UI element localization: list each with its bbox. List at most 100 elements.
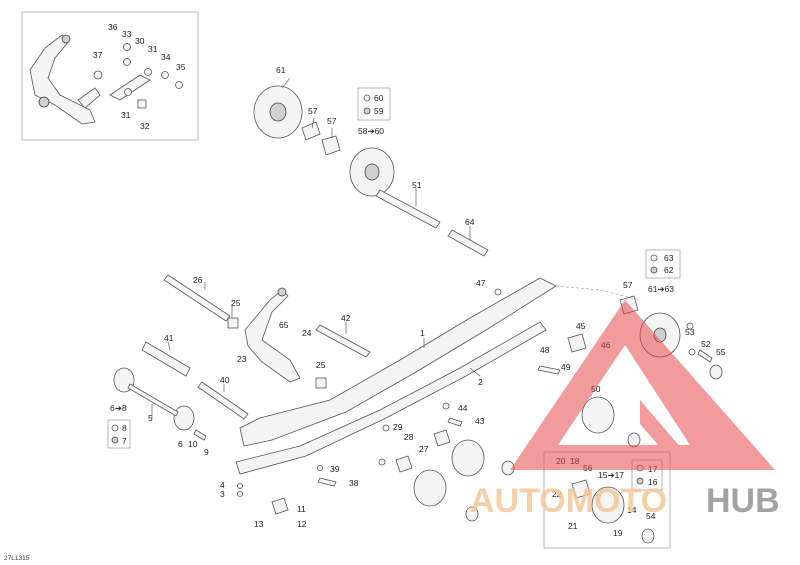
callout-51: 51: [412, 180, 422, 190]
callout-7: 7: [122, 436, 127, 446]
bogie-wheel: [413, 469, 447, 507]
inset-link: [109, 74, 151, 101]
callout-13: 13: [254, 519, 264, 529]
washer-icon: [378, 458, 386, 466]
slider-runner: [235, 321, 547, 475]
callout-57: 57: [623, 280, 633, 290]
callout-24: 24: [302, 328, 312, 338]
callout-25: 25: [231, 298, 241, 308]
callout-14: 14: [627, 505, 637, 515]
shaft: [141, 341, 191, 377]
axle: [375, 189, 441, 229]
callout-53: 53: [685, 327, 695, 337]
nut-icon: [237, 491, 243, 497]
bogie-wheel: [173, 405, 195, 431]
bearing-icon: [636, 477, 644, 485]
washer-icon: [494, 288, 502, 296]
callout-5: 5: [148, 413, 153, 423]
callout-65: 65: [279, 320, 289, 330]
callout-50: 50: [591, 384, 601, 394]
watermark-text-left: AUTOMOTO: [470, 482, 667, 520]
callout-29: 29: [393, 422, 403, 432]
inset-bracket: [29, 34, 96, 125]
arm-pivot: [277, 287, 287, 297]
wheel-hub: [364, 163, 380, 181]
inset-frame: [21, 11, 199, 141]
callout-60: 60: [374, 93, 384, 103]
callout-32: 32: [140, 121, 150, 131]
callout-2: 2: [478, 377, 483, 387]
bolt-icon: [537, 365, 561, 375]
bushing-icon: [315, 377, 327, 389]
inset-arm: [77, 87, 101, 109]
wheel-hub: [269, 102, 287, 122]
callout-33: 33: [122, 29, 132, 39]
bolt-icon: [193, 429, 207, 441]
leader-line: [469, 367, 481, 377]
nut-icon: [237, 483, 243, 489]
callout-26: 26: [193, 275, 203, 285]
rod: [163, 274, 231, 322]
bearing-icon: [363, 107, 371, 115]
bushing-icon: [227, 317, 239, 329]
callout-35: 35: [176, 62, 186, 72]
callout-55: 55: [716, 347, 726, 357]
callout-63: 63: [664, 253, 674, 263]
bearing-block: [301, 121, 321, 141]
callout-15-17: 15➔17: [598, 470, 624, 480]
callout-64: 64: [465, 217, 475, 227]
callout-49: 49: [561, 362, 571, 372]
callout-28: 28: [404, 432, 414, 442]
callout-41: 41: [164, 333, 174, 343]
callout-36: 36: [108, 22, 118, 32]
nut-icon: [317, 465, 323, 471]
callout-61: 61: [276, 65, 286, 75]
washer-icon: [688, 348, 696, 356]
clip-icon: [271, 497, 289, 515]
callout-58-60: 58➔60: [358, 126, 384, 136]
cap-icon: [709, 364, 723, 380]
washer-icon: [650, 254, 658, 262]
callout-19: 19: [613, 528, 623, 538]
washer-icon: [382, 424, 390, 432]
callout-40: 40: [220, 375, 230, 385]
callout-12: 12: [297, 519, 307, 529]
leader-line: [167, 341, 171, 351]
washer-icon: [175, 81, 183, 89]
bolt-icon: [317, 477, 337, 487]
callout-8: 8: [122, 423, 127, 433]
callout-25: 25: [316, 360, 326, 370]
bogie-wheel: [591, 486, 625, 524]
kit-box: [107, 419, 131, 449]
wheel-bracket: [433, 429, 451, 447]
pivot-arm: [244, 289, 301, 383]
callout-23: 23: [237, 354, 247, 364]
callout-22: 22: [552, 489, 562, 499]
kit-box: [357, 87, 391, 121]
bearing-icon: [111, 436, 119, 444]
wheel-bracket: [395, 455, 413, 473]
callout-57: 57: [327, 116, 337, 126]
washer-icon: [111, 424, 119, 432]
bearing-icon: [650, 266, 658, 274]
callout-11: 11: [297, 504, 306, 514]
washer-icon: [123, 58, 131, 66]
callout-61-63: 61➔63: [648, 284, 674, 294]
callout-52: 52: [701, 339, 711, 349]
leader-line: [311, 117, 315, 129]
washer-icon: [123, 43, 131, 51]
callout-62: 62: [664, 265, 674, 275]
wheel-bracket: [571, 479, 591, 499]
callout-6: 6: [178, 439, 183, 449]
callout-6-8: 6➔8: [110, 403, 127, 413]
callout-44: 44: [458, 403, 468, 413]
washer-icon: [686, 322, 694, 330]
callout-47: 47: [476, 278, 486, 288]
washer-icon: [93, 70, 103, 80]
kit-box: [645, 249, 681, 279]
watermark-logo-icon: [510, 300, 775, 470]
callout-42: 42: [341, 313, 351, 323]
bolt-icon: [447, 417, 463, 427]
sleeve: [447, 229, 489, 257]
